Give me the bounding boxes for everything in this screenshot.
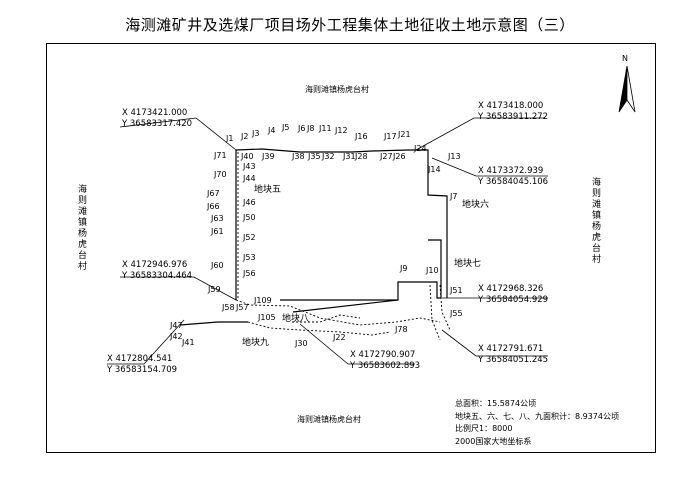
point-label: J55 bbox=[450, 309, 463, 318]
point-label: J1 bbox=[226, 134, 234, 143]
point-label: J28 bbox=[355, 152, 368, 161]
coordinate-system: 2000国家大地坐标系 bbox=[455, 436, 532, 446]
point-label: J6 bbox=[298, 124, 306, 133]
callout-line-c2 bbox=[415, 117, 545, 151]
point-label: J17 bbox=[384, 132, 397, 141]
point-label: J44 bbox=[243, 174, 256, 183]
point-label: J57 bbox=[236, 303, 249, 312]
point-label: J12 bbox=[335, 126, 348, 135]
point-label: J52 bbox=[243, 233, 256, 242]
callout-line-c6 bbox=[441, 329, 548, 357]
point-label: J53 bbox=[243, 253, 256, 262]
point-label: J7 bbox=[450, 192, 458, 201]
point-label: J60 bbox=[211, 261, 224, 270]
point-label: J56 bbox=[243, 269, 256, 278]
point-label: J51 bbox=[450, 286, 463, 295]
village-right: 海则滩镇杨虎台村 bbox=[591, 178, 601, 265]
parcel-7-dashed-edge bbox=[429, 284, 441, 341]
map-title: 海测滩矿井及选煤厂项目场外工程集体土地征收土地示意图（三） bbox=[125, 16, 575, 34]
point-label: J27 bbox=[380, 152, 393, 161]
point-label: J30 bbox=[295, 339, 308, 348]
point-label: J40 bbox=[241, 152, 254, 161]
point-label: J11 bbox=[319, 124, 332, 133]
point-label: J105 bbox=[258, 313, 276, 322]
point-label: J58 bbox=[222, 303, 235, 312]
point-label: J59 bbox=[208, 285, 221, 294]
point-label: J70 bbox=[214, 170, 227, 179]
callout-line-c8 bbox=[299, 323, 415, 365]
point-label: J39 bbox=[262, 152, 275, 161]
point-label: J35 bbox=[308, 152, 321, 161]
parcel-5-label: 地块五 bbox=[254, 185, 282, 195]
point-label: J31 bbox=[343, 152, 356, 161]
point-label: J41 bbox=[182, 338, 195, 347]
point-label: J9 bbox=[400, 264, 408, 273]
point-label: J109 bbox=[254, 296, 272, 305]
parcel-8-label: 地块八 bbox=[282, 314, 310, 324]
village-top: 海则滩镇杨虎台村 bbox=[305, 85, 369, 94]
north-arrow-icon bbox=[618, 65, 636, 113]
summary-block: 总面积：15.5874公顷 地块五、六、七、八、九面积计：8.9374公顷 比例… bbox=[455, 398, 619, 448]
parcel-9-dashed-edge bbox=[247, 321, 391, 336]
callout-line-c1 bbox=[119, 117, 237, 151]
point-label: J4 bbox=[268, 126, 276, 135]
village-bottom: 海则滩镇杨虎台村 bbox=[297, 415, 361, 424]
parcel-9-dashed-edge-2 bbox=[292, 314, 361, 323]
point-label: J61 bbox=[211, 227, 224, 236]
point-label: J43 bbox=[243, 162, 256, 171]
point-label: J21 bbox=[398, 130, 411, 139]
point-label: J13 bbox=[448, 152, 461, 161]
point-label: J32 bbox=[322, 152, 335, 161]
parcel-9-boundary bbox=[179, 321, 248, 326]
point-label: J50 bbox=[243, 213, 256, 222]
point-label: J16 bbox=[355, 132, 368, 141]
point-label: J3 bbox=[252, 129, 260, 138]
point-label: J5 bbox=[282, 123, 290, 132]
north-label: N bbox=[622, 54, 628, 63]
parcel-6-boundary bbox=[408, 149, 448, 298]
point-label: J24 bbox=[414, 144, 427, 153]
scale: 比例尺1：8000 bbox=[455, 424, 513, 433]
callout-line-c4 bbox=[120, 276, 237, 301]
point-label: J66 bbox=[207, 202, 220, 211]
point-label: J71 bbox=[214, 151, 227, 160]
callout-line-c7 bbox=[107, 319, 185, 365]
point-label: J67 bbox=[207, 189, 220, 198]
callout-line-c3 bbox=[431, 157, 548, 177]
village-left: 海则滩镇杨虎台村 bbox=[77, 185, 87, 272]
point-label: J78 bbox=[395, 325, 408, 334]
point-label: J42 bbox=[170, 332, 183, 341]
parcel-7-label: 地块七 bbox=[454, 259, 482, 269]
point-label: J10 bbox=[426, 266, 439, 275]
parcel-8-lower-edge bbox=[292, 299, 399, 313]
point-label: J14 bbox=[428, 165, 441, 174]
point-label: J8 bbox=[307, 124, 315, 133]
point-label: J26 bbox=[393, 152, 406, 161]
point-label: J38 bbox=[292, 152, 305, 161]
map-frame bbox=[46, 43, 656, 453]
parcel-7-dashed-edge-2 bbox=[439, 284, 451, 331]
total-area: 总面积：15.5874公顷 bbox=[455, 399, 537, 408]
point-label: J2 bbox=[241, 132, 249, 141]
point-label: J47 bbox=[170, 321, 183, 330]
subtotal-area: 地块五、六、七、八、九面积计：8.9374公顷 bbox=[455, 411, 619, 421]
parcel-6-label: 地块六 bbox=[462, 200, 490, 210]
parcel-5-boundary bbox=[235, 148, 409, 153]
parcel-8-boundary bbox=[280, 281, 441, 301]
parcel-9-label: 地块九 bbox=[242, 338, 270, 348]
point-label: J46 bbox=[243, 198, 256, 207]
point-label: J22 bbox=[333, 333, 346, 342]
parcel-6-inner-edge bbox=[428, 239, 442, 298]
parcel-8-dashed-edge bbox=[235, 299, 441, 326]
point-label: J63 bbox=[211, 214, 224, 223]
